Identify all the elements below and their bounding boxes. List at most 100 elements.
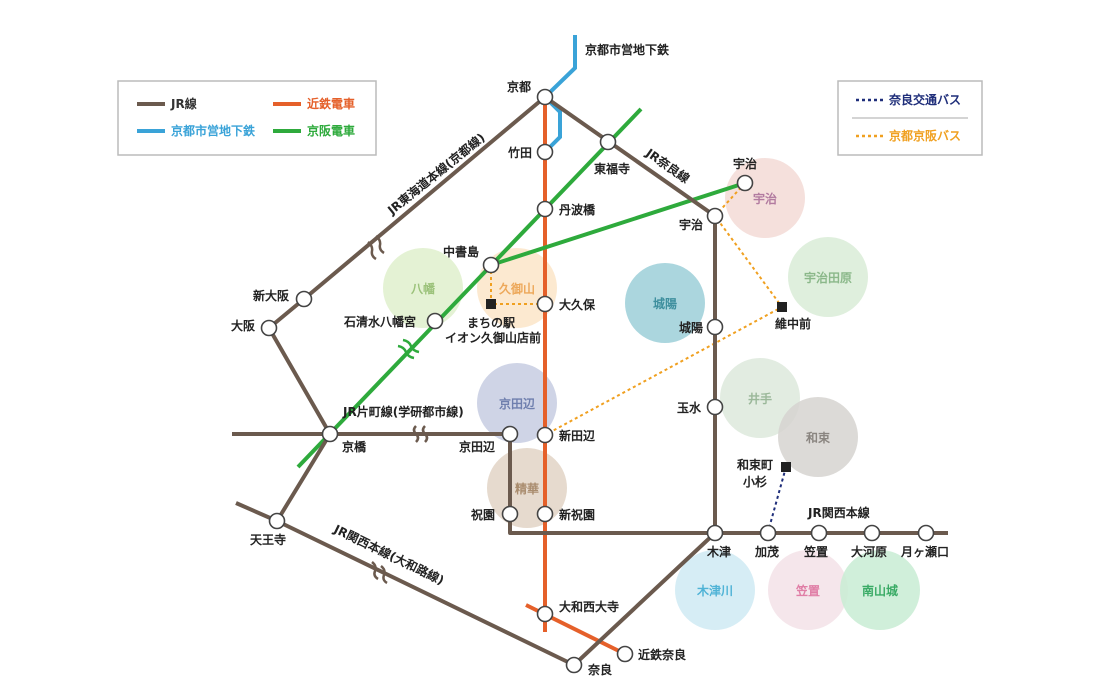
- area-label-seika: 精華: [515, 481, 539, 496]
- station-marker-okawara: [863, 524, 881, 542]
- station-label-tofukuji: 東福寺: [594, 161, 630, 176]
- station-label-okawara: 大河原: [851, 544, 887, 559]
- station-label-shintanabe: 新田辺: [559, 428, 595, 443]
- station-marker-uji-keihan: [736, 174, 754, 192]
- area-labels: 宇治 宇治田原 八幡 久御山 城陽 井手 和束 京田辺 精華 木津川 笠置 南山…: [410, 191, 898, 598]
- area-circle-yawata: [383, 248, 463, 328]
- station-marker-kyobashi: [321, 425, 339, 443]
- area-label-joyo: 城陽: [653, 296, 677, 311]
- legend-left-frame: [117, 80, 377, 156]
- area-circle-ide: [720, 358, 800, 438]
- station-marker-kyoto: [536, 88, 554, 106]
- area-label-uji: 宇治: [753, 191, 777, 206]
- station-label-kyotanabe: 京田辺: [459, 439, 495, 454]
- station-marker-kintetsu-nara: [616, 645, 634, 663]
- legend-label-nara-bus: 奈良交通バス: [888, 92, 961, 107]
- jr-kyobashi-tennoji-nara: [275, 432, 717, 667]
- break-marker-tokaido: [367, 235, 385, 261]
- line-label-subway: 京都市営地下鉄: [585, 42, 669, 57]
- station-label-kizu: 木津: [706, 544, 731, 559]
- nara-bus-route: [767, 466, 787, 533]
- area-circle-kasagi: [768, 550, 848, 630]
- legend-label-kintetsu: 近鉄電車: [307, 96, 355, 111]
- station-label-tanbabashi: 丹波橋: [559, 202, 596, 217]
- line-label-kansai: JR関西本線: [807, 505, 870, 520]
- bus-stop-machinoeki: [486, 299, 496, 309]
- station-label-ichunomae: 維中前: [775, 316, 811, 331]
- area-label-yawata: 八幡: [410, 281, 436, 296]
- area-label-kumiyama: 久御山: [499, 281, 535, 296]
- station-marker-hosono: [501, 505, 519, 523]
- bus-stop-wazukacho: [781, 462, 791, 472]
- line-label-nara-line: JR奈良線: [642, 145, 692, 186]
- area-label-kizugawa: 木津川: [696, 583, 733, 598]
- station-label-yamato-saidaiji: 大和西大寺: [559, 599, 619, 614]
- area-circle-ujitawara: [788, 237, 868, 317]
- station-marker-tamamizu: [706, 398, 724, 416]
- station-label-chushojima: 中書島: [443, 244, 479, 259]
- station-marker-kasagi: [810, 524, 828, 542]
- area-circle-minamiyamashiro: [840, 550, 920, 630]
- area-circle-wazuka: [778, 397, 858, 477]
- area-circle-kyotanabe: [477, 363, 557, 443]
- station-label-hosono: 祝園: [471, 507, 495, 522]
- station-label-shin-osaka: 新大阪: [253, 288, 290, 303]
- station-marker-kyotanabe: [501, 425, 519, 443]
- station-marker-tennoji: [268, 512, 286, 530]
- legend-label-subway: 京都市営地下鉄: [171, 123, 255, 138]
- station-label-tennoji: 天王寺: [250, 532, 286, 547]
- area-circle-joyo: [625, 263, 705, 343]
- station-label-kyoto: 京都: [507, 79, 531, 94]
- line-label-katamachi: JR片町線(学研都市線): [342, 404, 464, 419]
- station-label-kintetsu-nara: 近鉄奈良: [638, 647, 686, 662]
- station-label-okubo: 大久保: [559, 297, 596, 312]
- legend-right: 奈良交通バス 京都京阪バス: [837, 80, 983, 156]
- station-label-takeda: 竹田: [507, 145, 532, 160]
- station-marker-tsukigase: [917, 524, 935, 542]
- keihan-lines: [296, 107, 746, 469]
- keihan-uji-line: [490, 181, 746, 267]
- station-marker-uji-jr: [706, 207, 724, 225]
- jr-nara-line-north: [543, 95, 717, 218]
- station-label-tsukigase: 月ヶ瀬口: [900, 544, 949, 559]
- station-marker-kamo: [759, 524, 777, 542]
- station-marker-osaka: [260, 319, 278, 337]
- station-marker-tofukuji: [599, 133, 617, 151]
- keihan-main-line: [296, 107, 643, 469]
- area-label-ujitawara: 宇治田原: [804, 270, 852, 285]
- station-label-kamo: 加茂: [754, 544, 779, 559]
- legend-label-keihan: 京阪電車: [307, 123, 355, 138]
- legend-label-kyoto-keihan-bus: 京都京阪バス: [889, 128, 961, 143]
- station-label-machinoeki-2: イオン久御山店前: [445, 330, 541, 345]
- legend-label-jr: JR線: [170, 96, 197, 111]
- line-label-tokaido: JR東海道本線(京都線): [384, 130, 488, 218]
- station-markers: [260, 88, 935, 674]
- break-marker-keihan: [397, 338, 420, 360]
- area-label-wazuka: 和束: [805, 430, 831, 445]
- break-marker-kansai: [371, 561, 388, 585]
- station-marker-tanbabashi: [536, 200, 554, 218]
- station-label-nara: 奈良: [587, 662, 612, 677]
- station-marker-kizu: [706, 524, 724, 542]
- station-label-wazukacho-1: 和束町: [736, 457, 773, 472]
- station-label-uji-jr: 宇治: [679, 217, 703, 232]
- jr-osaka-kyobashi: [267, 327, 332, 435]
- station-label-shinhosono: 新祝園: [559, 507, 595, 522]
- bus-stop-markers: [486, 299, 791, 472]
- station-label-kasagi: 笠置: [803, 544, 828, 559]
- station-marker-shintanabe: [536, 426, 554, 444]
- station-marker-yamato-saidaiji: [536, 605, 554, 623]
- break-marker-katamachi: [412, 425, 429, 443]
- bus-stop-ichunomae: [777, 302, 787, 312]
- station-label-uji-keihan: 宇治: [733, 156, 757, 171]
- station-marker-shinhosono: [536, 505, 554, 523]
- station-marker-takeda: [536, 143, 554, 161]
- area-circles: [383, 158, 920, 630]
- station-marker-joyo: [706, 318, 724, 336]
- area-label-minamiyamashiro: 南山城: [862, 583, 898, 598]
- line-break-markers: [367, 235, 429, 585]
- station-label-joyo: 城陽: [679, 320, 703, 335]
- jr-katamachi-line: [232, 432, 948, 535]
- station-marker-okubo: [536, 295, 554, 313]
- area-circle-kizugawa: [675, 550, 755, 630]
